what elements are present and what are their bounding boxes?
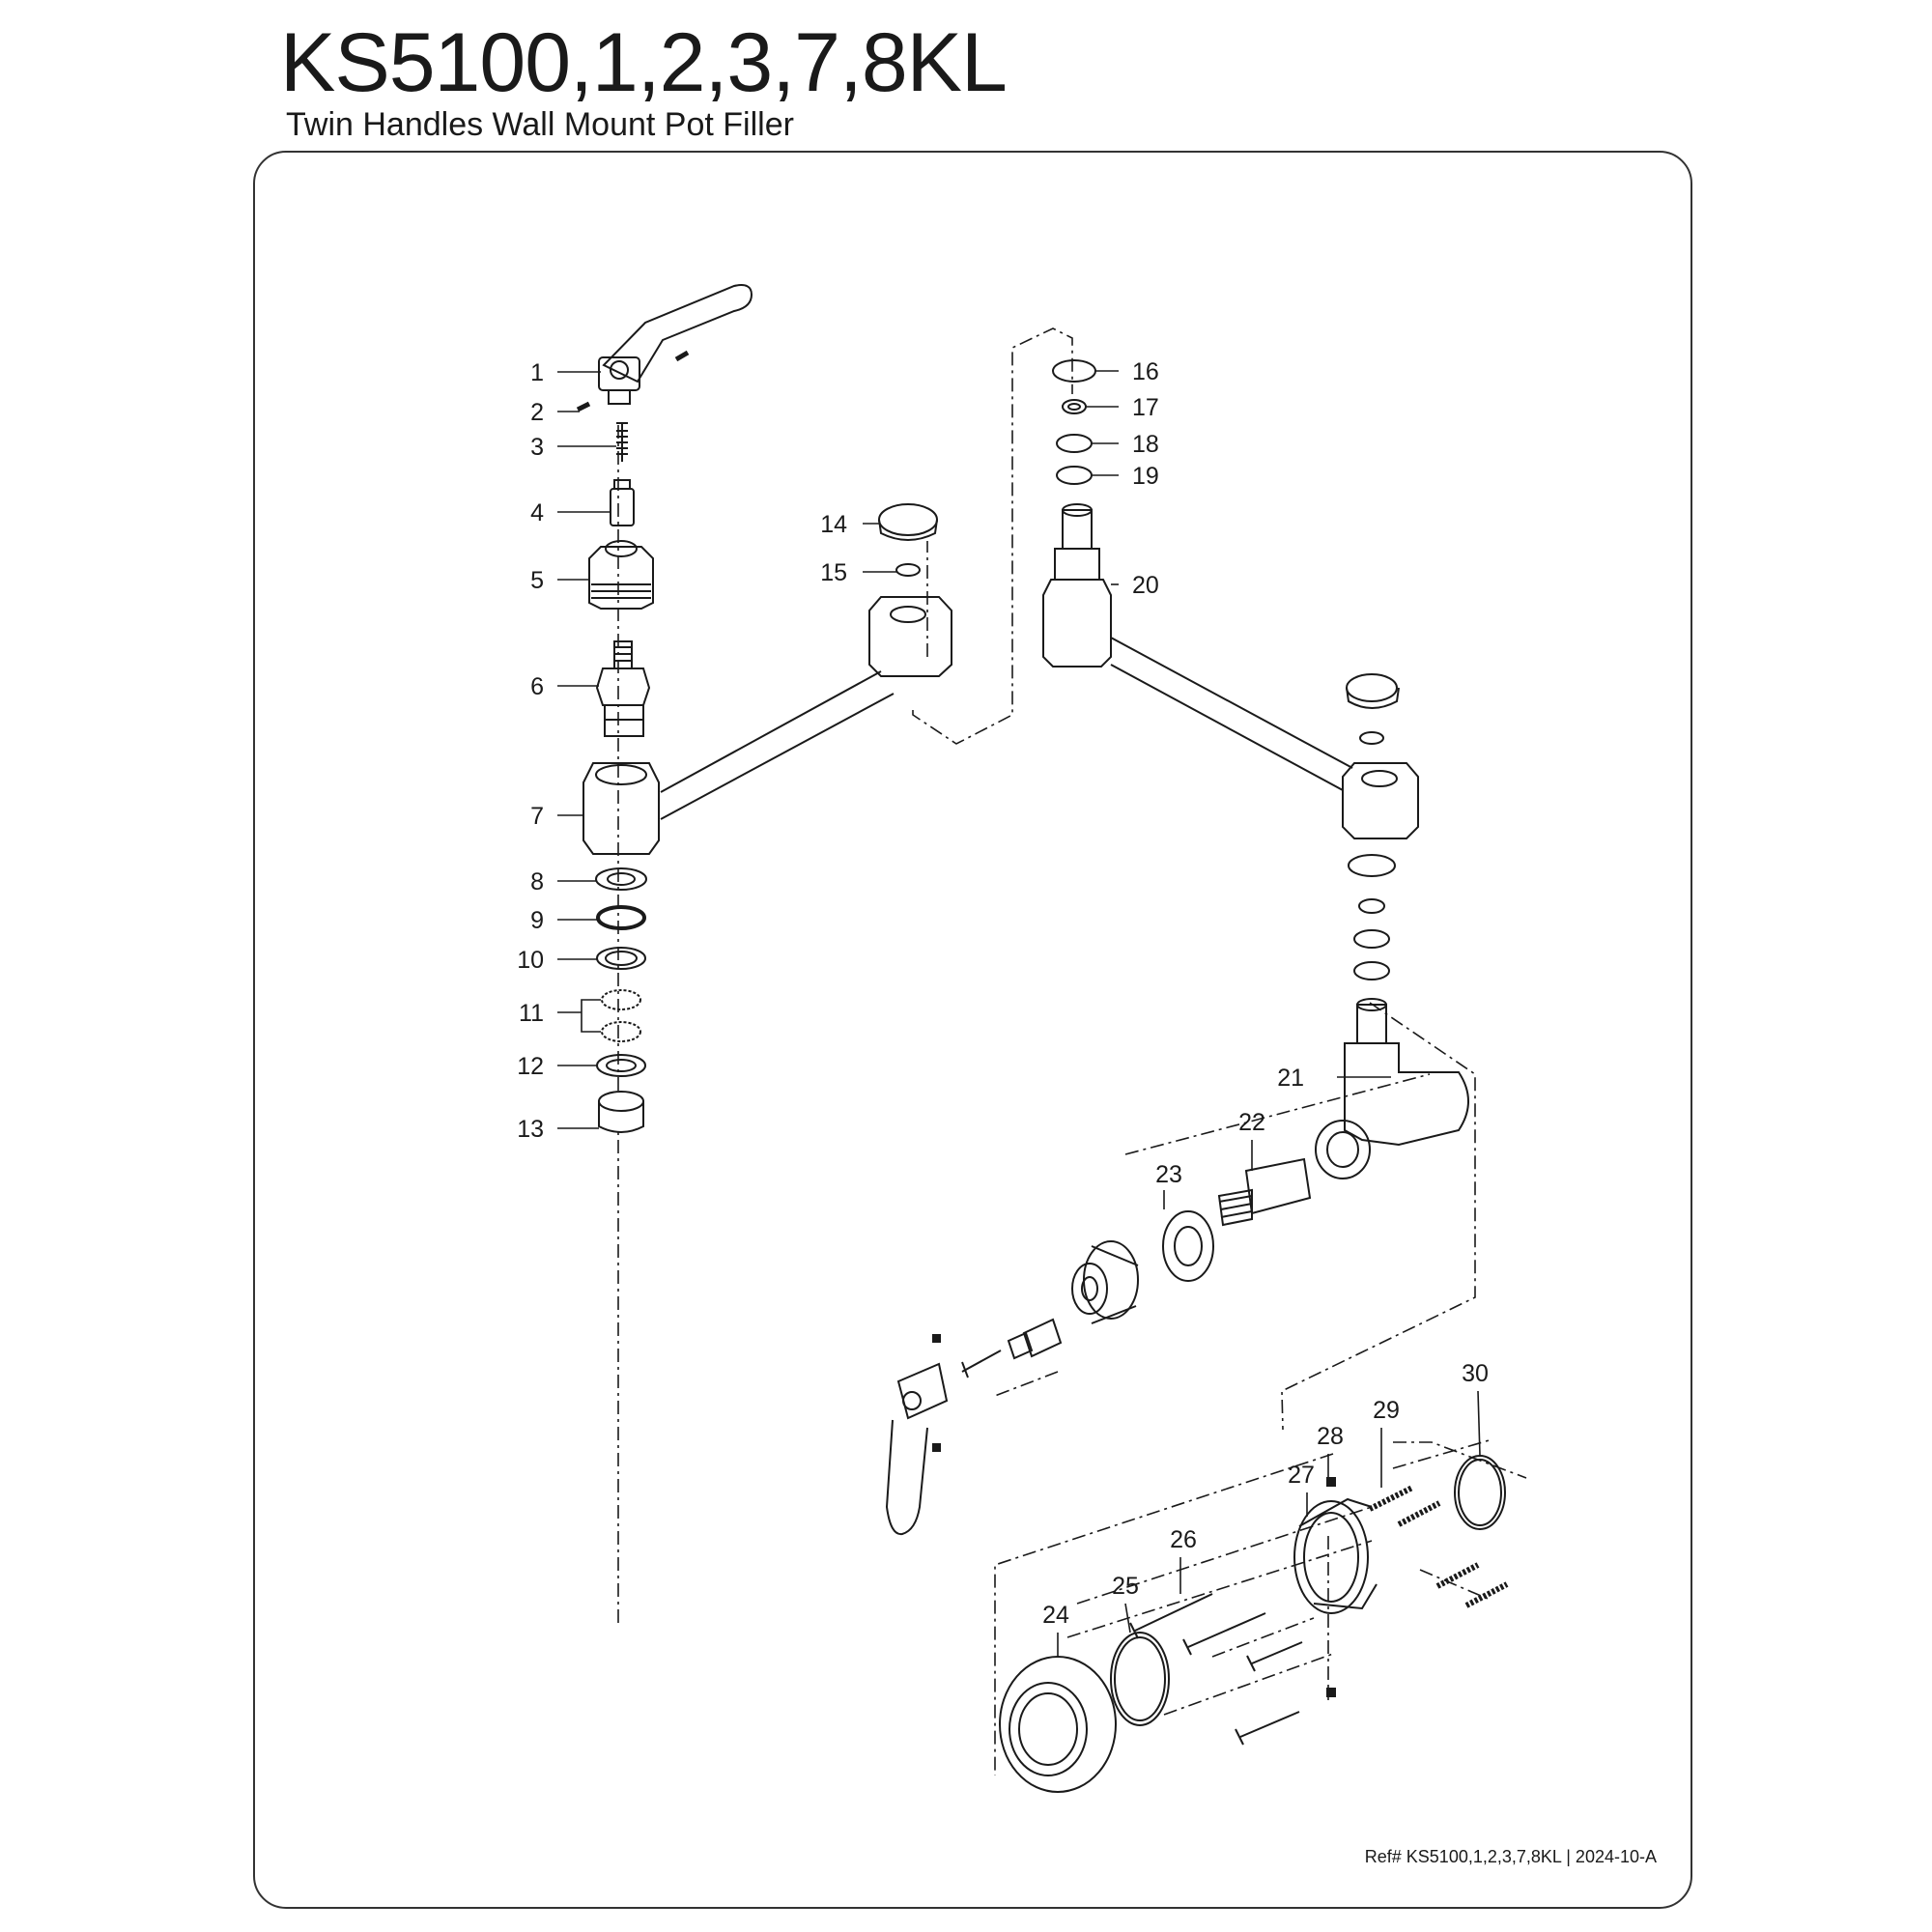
- part-label-30: 30: [1462, 1360, 1489, 1387]
- part-label-6: 6: [530, 673, 544, 700]
- right-lower-seals: [1348, 854, 1396, 1044]
- part-label-21: 21: [1277, 1065, 1304, 1092]
- part-label-20: 20: [1132, 572, 1159, 599]
- diagram-frame: [253, 151, 1692, 1909]
- part-label-29: 29: [1373, 1397, 1400, 1424]
- bonnet-nut: [588, 540, 654, 610]
- left-swivel-joint: [868, 596, 952, 677]
- left-top-cap: [878, 503, 938, 577]
- right-swivel-joint: [1342, 673, 1419, 839]
- part-number-labels: 1 2 3 4 5 6 7 8 9 10 11 12 13 14 15 16 1…: [517, 358, 1489, 1629]
- handle-screw: [616, 422, 628, 462]
- part-label-25: 25: [1112, 1573, 1139, 1600]
- assembly-guide-lines: [617, 327, 1527, 1776]
- left-handle-lever: [576, 284, 753, 412]
- escutcheon-flange: [999, 1656, 1117, 1793]
- page-subtitle: Twin Handles Wall Mount Pot Filler: [286, 106, 794, 143]
- right-bonnet-nut: [1071, 1240, 1139, 1324]
- part-label-27: 27: [1288, 1462, 1315, 1489]
- mounting-screws: [1129, 1593, 1303, 1746]
- part-label-16: 16: [1132, 358, 1159, 385]
- right-handle-screw: [961, 1350, 1002, 1378]
- part-label-19: 19: [1132, 463, 1159, 490]
- wall-anchors: [1368, 1485, 1509, 1608]
- left-spout-body: [582, 670, 895, 855]
- part-label-17: 17: [1132, 394, 1159, 421]
- part-label-5: 5: [530, 567, 544, 594]
- right-valve-cartridge: [1217, 1157, 1312, 1227]
- part-label-18: 18: [1132, 431, 1159, 458]
- flange-o-ring: [1110, 1632, 1170, 1726]
- part-label-7: 7: [530, 803, 544, 830]
- part-label-8: 8: [530, 868, 544, 895]
- left-valve-cartridge: [595, 640, 651, 737]
- part-label-9: 9: [530, 907, 544, 934]
- part-label-15: 15: [820, 559, 847, 586]
- right-stem-adapter: [1007, 1318, 1063, 1360]
- part-label-10: 10: [517, 947, 544, 974]
- right-handle-lever: [885, 1334, 949, 1536]
- part-label-2: 2: [530, 399, 544, 426]
- part-label-11: 11: [519, 1000, 544, 1027]
- part-label-1: 1: [530, 359, 544, 386]
- part-label-28: 28: [1317, 1423, 1344, 1450]
- mounting-bracket: [1293, 1477, 1378, 1697]
- wall-elbow-body: [1315, 1042, 1469, 1179]
- page-title: KS5100,1,2,3,7,8KL: [280, 16, 1008, 109]
- leader-lines: [557, 370, 1481, 1657]
- wall-o-ring: [1454, 1455, 1506, 1530]
- part-label-14: 14: [820, 511, 847, 538]
- right-seal-stack: [1052, 359, 1096, 485]
- reference-number: Ref# KS5100,1,2,3,7,8KL | 2024-10-A: [1364, 1847, 1657, 1866]
- right-swivel-body: [1042, 503, 1353, 791]
- part-label-23: 23: [1155, 1161, 1182, 1188]
- left-aerator-stack: [595, 867, 647, 1133]
- part-label-12: 12: [517, 1053, 544, 1080]
- lock-nut: [1162, 1210, 1214, 1282]
- part-label-24: 24: [1042, 1602, 1069, 1629]
- stem-adapter: [610, 479, 635, 526]
- part-label-3: 3: [530, 434, 544, 461]
- part-label-26: 26: [1170, 1526, 1197, 1553]
- part-label-4: 4: [530, 499, 544, 526]
- part-label-22: 22: [1238, 1109, 1265, 1136]
- part-label-13: 13: [517, 1116, 544, 1143]
